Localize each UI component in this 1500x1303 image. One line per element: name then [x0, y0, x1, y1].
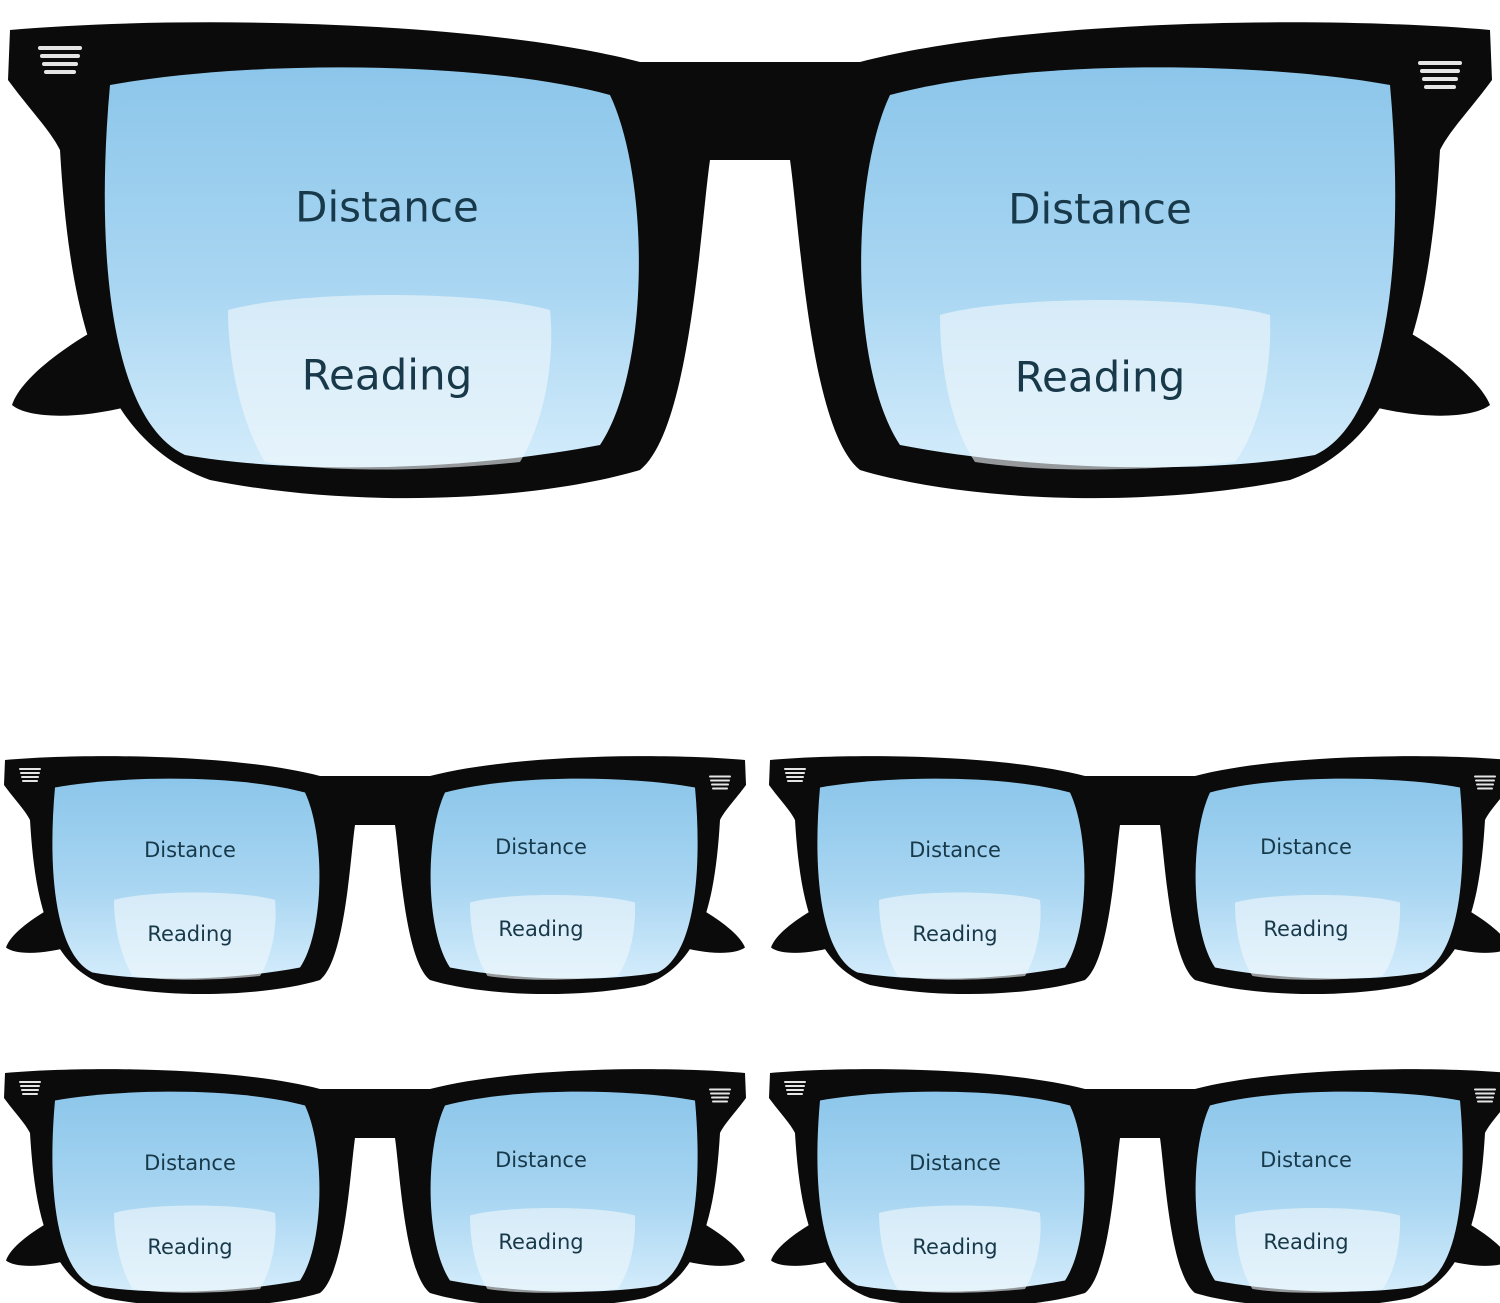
left-reading-segment	[879, 1205, 1041, 1293]
right-hinge-rivet	[1476, 783, 1494, 786]
right-reading-segment	[940, 300, 1271, 470]
right-hinge-rivet	[1424, 85, 1456, 89]
left-hinge-rivet	[20, 1085, 40, 1087]
left-hinge-rivet	[21, 1089, 39, 1091]
right-reading-segment	[470, 1208, 636, 1293]
left-reading-segment	[114, 892, 276, 980]
right-hinge-rivet	[1474, 775, 1496, 778]
right-hinge-rivet	[1475, 1092, 1495, 1095]
left-hinge-rivet	[785, 772, 805, 774]
right-distance-label: Distance	[1260, 1148, 1352, 1172]
left-reading-label: Reading	[147, 922, 232, 946]
right-hinge-rivet	[1477, 787, 1493, 790]
right-hinge-rivet	[1418, 61, 1462, 65]
glasses-frame	[4, 756, 746, 995]
right-reading-segment	[1235, 895, 1401, 980]
left-hinge-rivet	[786, 1089, 804, 1091]
right-hinge-rivet	[710, 779, 730, 782]
left-hinge-rivet	[784, 1081, 806, 1083]
right-hinge-rivet	[709, 775, 731, 778]
glasses-frame	[8, 22, 1492, 499]
left-hinge-rivet	[22, 1093, 38, 1095]
left-reading-label: Reading	[912, 1235, 997, 1259]
left-distance-label: Distance	[295, 183, 479, 232]
right-hinge-rivet	[1475, 779, 1495, 782]
right-hinge-rivet	[712, 787, 728, 790]
left-hinge-rivet	[19, 768, 41, 770]
left-hinge-rivet	[38, 46, 82, 50]
left-distance-label: Distance	[144, 1151, 236, 1175]
left-hinge-rivet	[19, 1081, 41, 1083]
right-hinge-rivet	[1477, 1100, 1493, 1103]
left-hinge-rivet	[44, 70, 76, 74]
right-hinge-rivet	[711, 783, 729, 786]
glasses-frame	[769, 756, 1500, 995]
left-reading-label: Reading	[912, 922, 997, 946]
left-hinge-rivet	[40, 54, 80, 58]
left-hinge-rivet	[42, 62, 78, 66]
right-hinge-rivet	[709, 1088, 731, 1091]
right-reading-segment	[1235, 1208, 1401, 1293]
right-reading-label: Reading	[1263, 1230, 1348, 1254]
left-hinge-rivet	[22, 780, 38, 782]
glasses-frame	[769, 1069, 1500, 1303]
right-hinge-rivet	[710, 1092, 730, 1095]
right-hinge-rivet	[1476, 1096, 1494, 1099]
left-reading-segment	[228, 295, 552, 470]
left-distance-label: Distance	[909, 838, 1001, 862]
right-distance-label: Distance	[495, 1148, 587, 1172]
left-hinge-rivet	[21, 776, 39, 778]
right-distance-label: Distance	[1008, 185, 1192, 234]
right-reading-label: Reading	[1015, 353, 1185, 402]
right-distance-label: Distance	[495, 835, 587, 859]
left-reading-label: Reading	[147, 1235, 232, 1259]
right-hinge-rivet	[1474, 1088, 1496, 1091]
right-distance-label: Distance	[1260, 835, 1352, 859]
left-hinge-rivet	[20, 772, 40, 774]
glasses-frame	[4, 1069, 746, 1303]
right-hinge-rivet	[711, 1096, 729, 1099]
right-hinge-rivet	[1420, 69, 1460, 73]
left-reading-segment	[114, 1205, 276, 1293]
left-distance-label: Distance	[144, 838, 236, 862]
left-hinge-rivet	[787, 780, 803, 782]
right-hinge-rivet	[712, 1100, 728, 1103]
left-distance-label: Distance	[909, 1151, 1001, 1175]
right-reading-segment	[470, 895, 636, 980]
left-hinge-rivet	[787, 1093, 803, 1095]
left-reading-segment	[879, 892, 1041, 980]
right-reading-label: Reading	[498, 1230, 583, 1254]
left-hinge-rivet	[785, 1085, 805, 1087]
right-reading-label: Reading	[1263, 917, 1348, 941]
right-reading-label: Reading	[498, 917, 583, 941]
left-reading-label: Reading	[302, 351, 472, 400]
left-hinge-rivet	[786, 776, 804, 778]
left-hinge-rivet	[784, 768, 806, 770]
right-hinge-rivet	[1422, 77, 1458, 81]
